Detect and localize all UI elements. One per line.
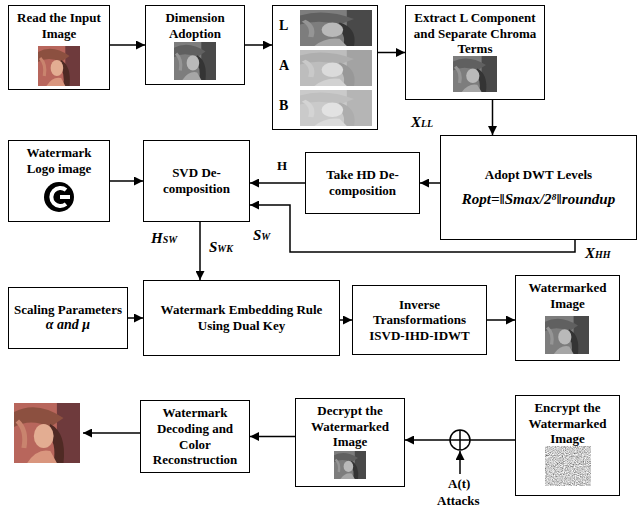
box-text: L — [279, 6, 299, 46]
output-image — [14, 403, 80, 463]
channel-box: LAB — [272, 5, 378, 130]
signal-label: H — [276, 158, 288, 174]
decrypted-image — [334, 451, 366, 479]
input-image — [38, 46, 80, 86]
xor-symbol — [450, 430, 470, 450]
process-box: Adopt DWT LevelsRopt=‖Smax/2⁸‖roundup — [440, 135, 637, 240]
watermarked-image — [545, 316, 589, 354]
flow-arrow — [110, 44, 145, 46]
box-text: B — [279, 86, 299, 126]
box-text: ISVD-IHD-IDWT — [369, 328, 469, 344]
process-box: Watermarked Image — [515, 275, 620, 361]
flow-arrow — [340, 319, 352, 321]
signal-label: XLL — [410, 113, 434, 131]
signal-label: XHH — [584, 244, 612, 262]
watermark-logo — [44, 182, 74, 212]
attack-label: Attacks — [436, 493, 481, 509]
box-text: Watermark Embedding Rule Using Dual Key — [147, 302, 336, 333]
a-channel-image — [300, 50, 372, 86]
flow-arrow — [420, 182, 440, 184]
flow-arrow — [250, 436, 295, 438]
flow-arrow — [492, 100, 494, 135]
matrix-label: SW — [252, 226, 271, 244]
box-text: Take HD De-composition — [309, 167, 416, 198]
flow-arrow — [250, 182, 305, 184]
resized-image — [174, 42, 216, 80]
box-text: Scaling Parameters — [14, 302, 122, 318]
box-text: Watermarked Image — [519, 280, 616, 311]
attack-arrow — [459, 451, 461, 474]
process-box: Watermark Embedding Rule Using Dual Key — [143, 280, 340, 356]
l-channel-image — [300, 10, 372, 46]
process-box: Take HD De-composition — [305, 152, 420, 214]
box-text: Decrypt the Watermarked Image — [299, 403, 401, 450]
flow-arrow — [250, 205, 575, 252]
box-text: α and μ — [46, 317, 90, 334]
box-text: SVD De-composition — [147, 165, 246, 196]
box-text: Encrypt the Watermarked Image — [519, 400, 616, 447]
box-text: Watermark Decoding and Color Reconstruct… — [144, 405, 246, 467]
process-box: Extract L Component and Separate Chroma … — [405, 5, 545, 100]
flow-arrow — [110, 180, 143, 182]
process-box: Watermark Decoding and Color Reconstruct… — [140, 400, 250, 473]
process-box: Inverse TransformationsISVD-IHD-IDWT — [352, 285, 487, 355]
flow-arrow — [128, 317, 143, 319]
process-box: Read the Input Image — [8, 5, 110, 90]
box-text: Adopt DWT Levels — [485, 167, 592, 183]
box-text: Extract L Component and Separate Chroma … — [409, 10, 541, 57]
box-text: Inverse Transformations — [356, 297, 483, 328]
flow-arrow — [378, 52, 405, 54]
box-text: Ropt=‖Smax/2⁸‖roundup — [462, 190, 615, 208]
output-arrow — [83, 432, 140, 434]
encrypted-image — [545, 446, 591, 486]
b-channel-image — [300, 90, 372, 126]
input-box: Watermark Logo image — [8, 140, 110, 222]
luminance-image — [453, 56, 497, 92]
matrix-label: HSW — [150, 229, 178, 247]
flow-arrow — [487, 319, 515, 321]
process-box: Decrypt the Watermarked Image — [295, 398, 405, 487]
matrix-label: SWK — [208, 238, 234, 256]
flow-arrow — [245, 44, 272, 46]
box-text: Dimension Adoption — [149, 10, 241, 41]
box-text: Read the Input Image — [12, 10, 106, 41]
attack-label: A(t) — [447, 476, 471, 492]
process-box: Dimension Adoption — [145, 5, 245, 85]
flow-arrow — [199, 222, 201, 280]
process-box: Scaling Parametersα and μ — [8, 287, 128, 349]
box-text: Watermark Logo image — [12, 145, 106, 176]
box-text: A — [279, 46, 299, 86]
process-box: SVD De-composition — [143, 140, 250, 222]
process-box: Encrypt the Watermarked Image — [515, 395, 620, 496]
